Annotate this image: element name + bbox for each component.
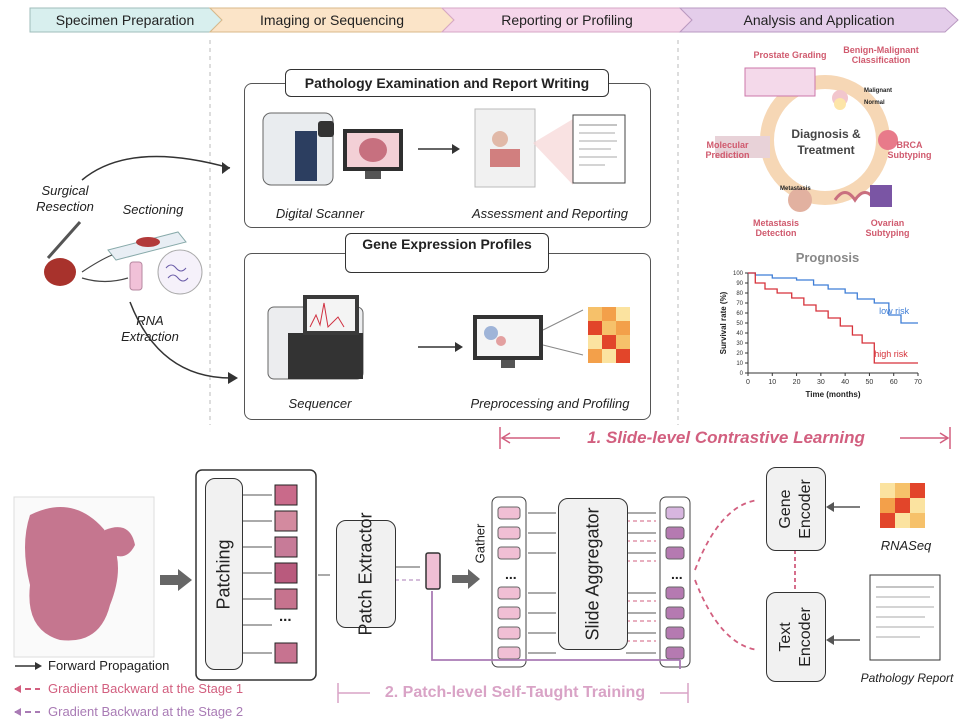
scalpel-icon bbox=[46, 221, 82, 259]
y-tick-label: 80 bbox=[736, 291, 743, 297]
x-tick-label: 10 bbox=[768, 379, 776, 386]
high-risk-label: high risk bbox=[874, 349, 908, 359]
stage-specimen: Specimen Preparation bbox=[55, 12, 195, 28]
slide-aggregator-module: Slide Aggregator bbox=[558, 498, 628, 650]
malignant-tag: Malignant bbox=[864, 88, 892, 94]
stage-analysis-shape bbox=[678, 7, 959, 33]
patch-extractor-module: Patch Extractor bbox=[336, 512, 396, 636]
gather-label: Gather bbox=[472, 523, 488, 564]
stage-imaging: Imaging or Sequencing bbox=[260, 12, 404, 28]
diagnosis-illustration bbox=[715, 67, 898, 212]
pathology-report-label: Pathology Report bbox=[860, 671, 954, 685]
y-tick-label: 90 bbox=[736, 281, 743, 287]
rnaseq-heatmap-icon bbox=[880, 483, 925, 528]
molecular-label: Molecular Prediction bbox=[705, 140, 750, 160]
y-tick-label: 20 bbox=[736, 351, 743, 357]
text-encoder-module: Text Encoder bbox=[766, 592, 826, 682]
assessment-icon bbox=[474, 108, 536, 188]
report-icon bbox=[572, 114, 626, 184]
pathology-title: Pathology Examination and Report Writing bbox=[285, 69, 609, 97]
legend-stage1: Gradient Backward at the Stage 1 bbox=[48, 681, 244, 696]
preprocessing-label: Preprocessing and Profiling bbox=[470, 396, 630, 411]
x-tick-label: 0 bbox=[746, 379, 750, 386]
x-tick-label: 20 bbox=[793, 379, 801, 386]
y-tick-label: 50 bbox=[736, 321, 743, 327]
digital-scanner-label: Digital Scanner bbox=[275, 206, 365, 221]
x-tick-label: 60 bbox=[890, 379, 898, 386]
y-tick-label: 10 bbox=[736, 361, 743, 367]
y-tick-label: 30 bbox=[736, 341, 743, 347]
rna-extraction-label: RNA Extraction bbox=[121, 313, 179, 344]
gene-illustration bbox=[267, 295, 630, 380]
x-tick-label: 30 bbox=[817, 379, 825, 386]
pathology-illustration bbox=[262, 108, 626, 188]
patch-level-label: 2. Patch-level Self-Taught Training bbox=[370, 684, 660, 702]
rna-icon bbox=[157, 249, 203, 295]
prognosis-title: Prognosis bbox=[795, 250, 860, 265]
gather-ellipsis: ... bbox=[505, 566, 517, 582]
surgical-resection-label: Surgical Resection bbox=[36, 183, 94, 214]
metastasis-tag: Metastasis bbox=[780, 186, 811, 192]
legend-stage2: Gradient Backward at the Stage 2 bbox=[48, 704, 244, 719]
tissue-icon bbox=[44, 258, 76, 286]
y-tick-label: 0 bbox=[740, 371, 744, 377]
y-tick-label: 60 bbox=[736, 311, 743, 317]
y-tick-label: 70 bbox=[736, 301, 743, 307]
text-encoder-label: Text Encoder bbox=[777, 607, 814, 667]
slide-aggregator-label: Slide Aggregator bbox=[583, 507, 603, 641]
separators bbox=[209, 40, 679, 425]
low-risk-label: low risk bbox=[879, 306, 910, 316]
benign-malignant-label: Benign-Malignant Classification bbox=[843, 45, 919, 65]
km-chart: 0 10 20 30 40 50 60 70 80 90 100 0 10 20 30 40 50 60 70Tim… bbox=[719, 271, 922, 399]
x-axis-label: Time (months) bbox=[806, 390, 861, 399]
gene-encoder-label: Gene Encoder bbox=[777, 479, 814, 539]
heatmap-icon bbox=[588, 307, 630, 363]
sectioning-label: Sectioning bbox=[122, 202, 184, 217]
diagnosis-center: Diagnosis & Treatment bbox=[791, 127, 861, 157]
y-tick-label: 100 bbox=[733, 271, 744, 277]
x-tick-label: 70 bbox=[914, 379, 922, 386]
legend-forward: Forward Propagation bbox=[48, 658, 170, 673]
x-tick-label: 50 bbox=[866, 379, 874, 386]
normal-tag: Normal bbox=[864, 100, 885, 106]
metastasis-label: Metastasis Detection bbox=[752, 218, 800, 238]
slide-level-label: 1. Slide-level Contrastive Learning bbox=[587, 428, 865, 447]
rnaseq-label: RNASeq bbox=[880, 538, 932, 553]
stage-bar bbox=[29, 7, 959, 33]
series-line-1 bbox=[748, 272, 918, 364]
patching-module: Patching bbox=[205, 478, 243, 670]
brca-label: BRCA Subtyping bbox=[887, 140, 932, 160]
ovarian-label: Ovarian Subtyping bbox=[865, 218, 910, 238]
y-axis-label: Survival rate (%) bbox=[719, 291, 728, 354]
wsi-slide-icon bbox=[13, 496, 155, 658]
patch-grid bbox=[274, 484, 298, 664]
slide-level-arrow bbox=[499, 427, 951, 449]
prostate-grading-label: Prostate Grading bbox=[753, 50, 827, 60]
gene-encoder-module: Gene Encoder bbox=[766, 467, 826, 551]
y-tick-label: 40 bbox=[736, 331, 743, 337]
x-tick-label: 40 bbox=[841, 379, 849, 386]
pathology-report-icon bbox=[869, 574, 941, 661]
stage-analysis: Analysis and Application bbox=[743, 12, 895, 28]
series-line-0 bbox=[748, 272, 918, 324]
stage-reporting: Reporting or Profiling bbox=[501, 12, 633, 28]
assessment-label: Assessment and Reporting bbox=[471, 206, 629, 221]
specimen-illustration bbox=[44, 155, 238, 384]
tube-icon bbox=[129, 261, 143, 291]
gene-title: Gene Expression Profiles bbox=[345, 233, 549, 273]
patch-extractor-label: Patch Extractor bbox=[356, 512, 377, 636]
patching-label: Patching bbox=[213, 538, 234, 610]
patch-ellipsis: ... bbox=[279, 608, 292, 625]
sequencer-label: Sequencer bbox=[288, 396, 352, 411]
output-ellipsis: ... bbox=[671, 566, 683, 582]
